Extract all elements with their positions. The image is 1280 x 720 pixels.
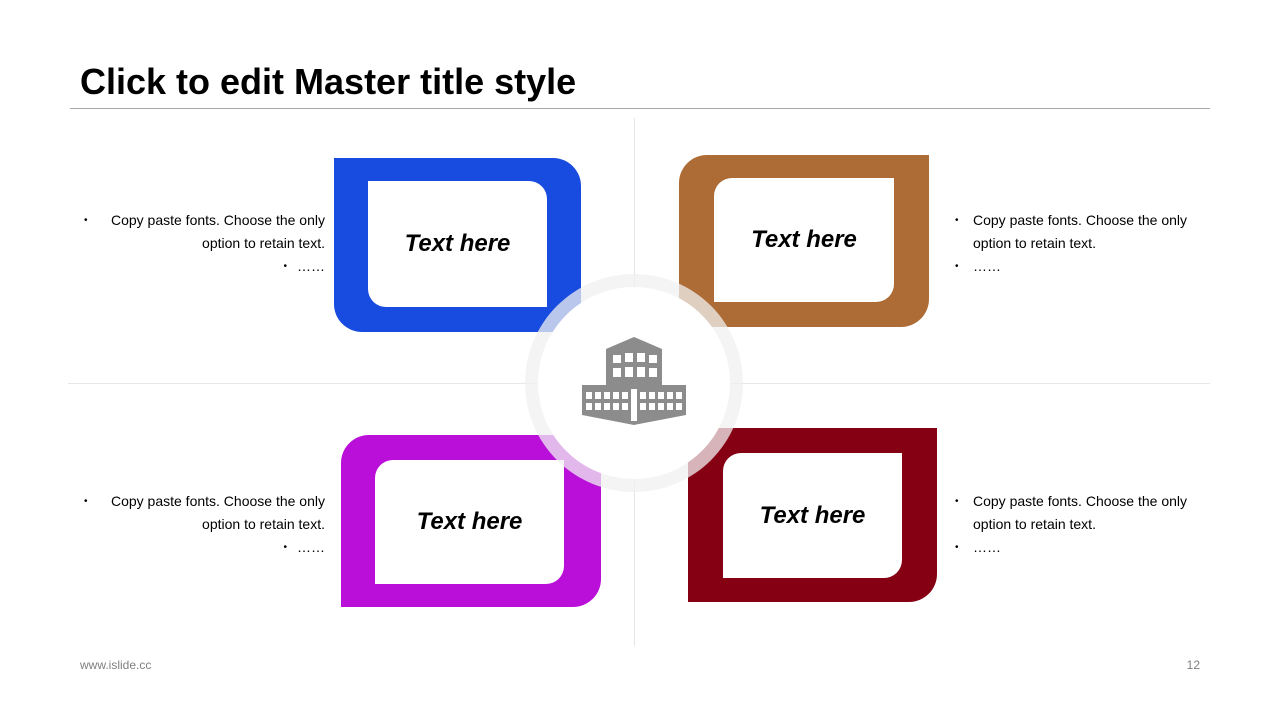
- bullets-top-right[interactable]: • Copy paste fonts. Choose the only opti…: [955, 209, 1205, 278]
- card-top-left-panel: Text here: [368, 181, 547, 307]
- card-bottom-right[interactable]: Text here: [688, 428, 937, 602]
- card-bottom-left[interactable]: Text here: [341, 435, 601, 607]
- card-bottom-left-panel: Text here: [375, 460, 564, 584]
- card-bottom-right-label[interactable]: Text here: [759, 501, 866, 529]
- bullet-item: • ……: [955, 539, 1001, 555]
- bullet-item: • Copy paste fonts. Choose the only opti…: [84, 212, 325, 251]
- hub-circle: [538, 287, 730, 479]
- bullet-item: • Copy paste fonts. Choose the only opti…: [955, 493, 1188, 532]
- card-top-left-label[interactable]: Text here: [404, 230, 511, 257]
- office-building-icon: [580, 335, 688, 432]
- bullets-bottom-right[interactable]: • Copy paste fonts. Choose the only opti…: [955, 490, 1205, 559]
- footer-url: www.islide.cc: [80, 658, 152, 672]
- bullet-item: • ……: [955, 258, 1001, 274]
- page-number: 12: [1186, 658, 1200, 672]
- bullet-item: • Copy paste fonts. Choose the only opti…: [955, 212, 1188, 251]
- card-top-right-label[interactable]: Text here: [751, 226, 857, 253]
- bullet-item: • Copy paste fonts. Choose the only opti…: [84, 493, 325, 532]
- bullet-item: • ……: [283, 258, 325, 274]
- title-divider: [70, 108, 1210, 109]
- card-top-right[interactable]: Text here: [679, 155, 929, 327]
- card-bottom-left-label[interactable]: Text here: [416, 508, 523, 535]
- slide-title[interactable]: Click to edit Master title style: [80, 61, 577, 102]
- bullets-top-left[interactable]: • Copy paste fonts. Choose the only opti…: [79, 209, 325, 278]
- card-top-left[interactable]: Text here: [334, 158, 581, 332]
- card-bottom-right-panel: Text here: [723, 453, 902, 578]
- card-top-right-panel: Text here: [714, 178, 894, 302]
- bullet-item: • ……: [283, 539, 325, 555]
- bullets-bottom-left[interactable]: • Copy paste fonts. Choose the only opti…: [79, 490, 325, 559]
